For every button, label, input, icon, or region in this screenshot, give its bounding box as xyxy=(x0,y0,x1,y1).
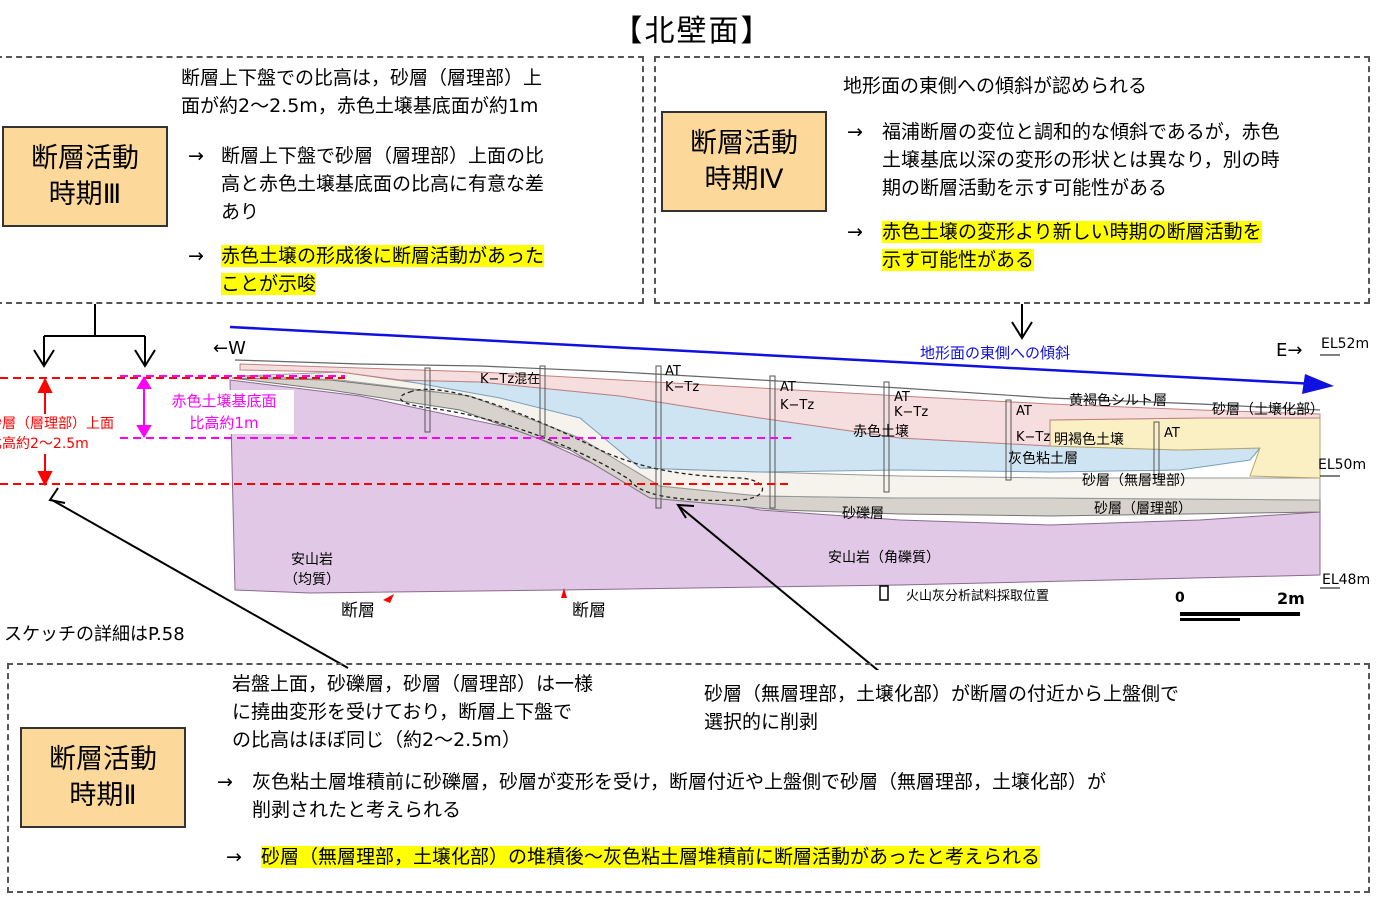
red-offset-lines xyxy=(0,377,790,485)
ground-surface xyxy=(234,359,1321,411)
geologic-sketch xyxy=(0,304,1340,670)
period2-observation-2: 砂層（無層理部，土壌化部）が断層の付近から上盤側で 選択的に削剥 xyxy=(704,683,1180,733)
red-offset-arrow xyxy=(37,377,53,487)
period2-arrow-1: → xyxy=(217,771,233,793)
ktz-label-3: K−Tz xyxy=(894,405,929,420)
period3-highlight-1: 赤色土壌の形成後に断層活動があった xyxy=(221,245,545,267)
magenta-offset-label: 赤色土壌基底面比高約1m xyxy=(154,390,294,434)
period2-box xyxy=(7,663,1370,893)
period4-arrow-2: → xyxy=(847,221,863,243)
ktz-label-1: K−Tz xyxy=(665,380,700,395)
period2-arrow-2: → xyxy=(226,846,242,868)
red-offset-label-2: 比高約2～2.5m xyxy=(0,436,89,452)
andesite-label-2: （均質） xyxy=(284,572,340,588)
magenta-offset-lines xyxy=(120,375,795,439)
scale-bar xyxy=(1180,612,1300,621)
scale-2m: 2m xyxy=(1277,589,1305,608)
red-soil-label: 赤色土壌 xyxy=(853,424,909,440)
ktz-label-2: K−Tz xyxy=(780,398,815,413)
andesite-label-1: 安山岩 xyxy=(291,552,333,568)
magenta-offset-arrow xyxy=(136,376,152,438)
period4-connector xyxy=(1011,304,1033,340)
fault-label-2: 断層 xyxy=(572,601,606,621)
elevation-ticks xyxy=(1320,354,1340,589)
at-label-2: AT xyxy=(780,380,796,395)
sample-columns xyxy=(424,365,1160,509)
west-label: ←W xyxy=(213,338,246,359)
period4-box xyxy=(654,56,1370,304)
magenta-offset-label-2: 比高約1m xyxy=(189,414,259,432)
el50-label: EL50m xyxy=(1318,457,1367,473)
period4-highlight-1: 赤色土壌の変形より新しい時期の断層活動を xyxy=(882,221,1262,243)
sample-legend-label: 火山灰分析試料採取位置 xyxy=(906,589,1050,604)
period3-box xyxy=(0,56,644,304)
period2-conclusion-1: 灰色粘土層堆積前に砂礫層，砂層が変形を受け，断層付近や上盤側で砂層（無層理部，土… xyxy=(252,771,1107,821)
sand-soil-label: 砂層（土壌化部） xyxy=(1212,402,1324,418)
el52-label: EL52m xyxy=(1321,336,1370,352)
sketch-detail-note: スケッチの詳細はP.58 xyxy=(4,624,185,645)
fault-markers xyxy=(383,588,567,603)
andesite-breccia-label: 安山岩（角礫質） xyxy=(828,550,940,566)
slope-arrow xyxy=(229,325,1334,394)
page-title: 【北壁面】 xyxy=(612,14,773,49)
at-label-4: AT xyxy=(1016,404,1032,419)
sand-bedded-label: 砂層（層理部） xyxy=(1094,501,1192,517)
ktz-mixed-label: K−Tz混在 xyxy=(480,372,541,387)
period4-conclusion-2: 赤色土壌の変形より新しい時期の断層活動を示す可能性がある xyxy=(882,218,1262,274)
period2-badge: 断層活動 時期Ⅱ xyxy=(20,727,186,828)
period3-observation: 断層上下盤での比高は，砂層（層理部）上 面が約2～2.5m，赤色土壌基底面が約1… xyxy=(181,67,543,117)
sample-legend-icon xyxy=(879,585,889,601)
slope-label: 地形面の東側への傾斜 xyxy=(920,344,1071,362)
bright-soil-label: 明褐色土壌 xyxy=(1054,432,1124,448)
pointer-arrows xyxy=(48,487,880,670)
red-soil-layer xyxy=(239,363,1321,447)
yellow-silt-label: 黄褐色シルト層 xyxy=(1069,393,1167,409)
andesite-layer xyxy=(229,379,1321,594)
ktz-label-4: K−Tz xyxy=(1016,430,1051,445)
scale-zero: 0 xyxy=(1175,590,1185,606)
el48-label: EL48m xyxy=(1322,572,1371,588)
period4-badge: 断層活動 時期Ⅳ xyxy=(661,111,827,212)
period2-conclusion-2: 砂層（無層理部，土壌化部）の堆積後～灰色粘土層堆積前に断層活動があったと考えられ… xyxy=(261,843,1041,871)
period3-highlight-2: ことが示唆 xyxy=(221,273,317,295)
period3-badge: 断層活動 時期Ⅲ xyxy=(2,126,168,227)
gray-clay-label: 灰色粘土層 xyxy=(1008,451,1078,467)
at-label-3: AT xyxy=(894,390,910,405)
period3-conclusion-1: 断層上下盤で砂層（層理部）上面の比 高と赤色土壌基底面の比高に有意な差 あり xyxy=(221,145,545,223)
andesite-homogeneous-label: 安山岩 （均質） xyxy=(284,550,340,590)
at-label-5: AT xyxy=(1164,426,1180,441)
at-label-1: AT xyxy=(665,364,681,379)
gravel-label: 砂礫層 xyxy=(842,506,884,522)
magenta-offset-label-1: 赤色土壌基底面 xyxy=(171,392,277,410)
red-offset-label: 砂層（層理部）上面比高約2～2.5m xyxy=(0,414,114,454)
red-offset-label-1: 砂層（層理部）上面 xyxy=(0,416,114,432)
period3-arrow-2: → xyxy=(188,245,204,267)
erosion-outline xyxy=(399,388,763,501)
period4-highlight-2: 示す可能性がある xyxy=(882,249,1035,271)
period3-arrow-1: → xyxy=(188,145,204,167)
fault-label-1: 断層 xyxy=(341,601,375,621)
period2-highlight: 砂層（無層理部，土壌化部）の堆積後～灰色粘土層堆積前に断層活動があったと考えられ… xyxy=(261,846,1041,868)
period2-observation-1: 岩盤上面，砂礫層，砂層（層理部）は一様 に撓曲変形を受けており，断層上下盤で の… xyxy=(232,673,594,751)
period4-conclusion-1: 福浦断層の変位と調和的な傾斜であるが，赤色 土壌基底以深の変形の形状とは異なり，… xyxy=(882,121,1280,199)
period3-conclusion-2: 赤色土壌の形成後に断層活動があったことが示唆 xyxy=(221,242,545,298)
east-label: E→ xyxy=(1276,340,1303,361)
period3-connector xyxy=(33,304,156,368)
sand-massive-label: 砂層（無層理部） xyxy=(1082,473,1194,489)
period4-arrow-1: → xyxy=(847,121,863,143)
period4-observation: 地形面の東側への傾斜が認められる xyxy=(843,75,1148,97)
